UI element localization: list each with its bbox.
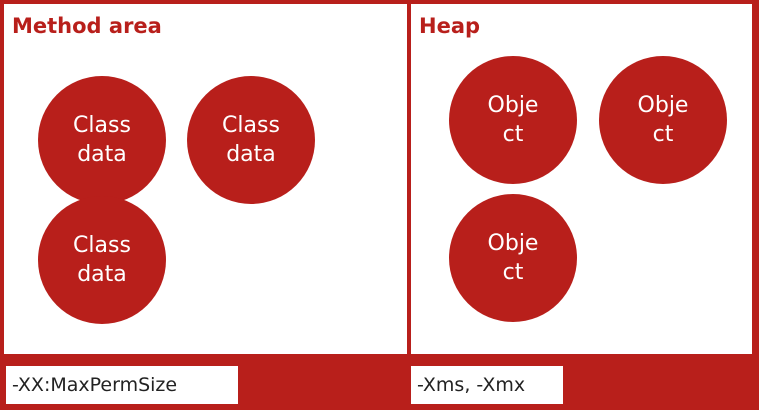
object-label: Object bbox=[487, 231, 539, 285]
object-circle: Object bbox=[449, 194, 577, 322]
class-data-label: Class data bbox=[222, 113, 280, 167]
class-data-label: Class data bbox=[73, 113, 131, 167]
object-label: Object bbox=[637, 93, 689, 147]
class-data-circle: Class data bbox=[38, 76, 166, 204]
heap-title: Heap bbox=[419, 14, 481, 38]
object-circle: Object bbox=[599, 56, 727, 184]
class-data-circle: Class data bbox=[187, 76, 315, 204]
method-area-panel: Method area Class data Class data Class … bbox=[4, 4, 407, 354]
object-circle: Object bbox=[449, 56, 577, 184]
class-data-circle: Class data bbox=[38, 196, 166, 324]
heap-panel: Heap Object Object Object bbox=[411, 4, 752, 354]
max-perm-size-option: -XX:MaxPermSize bbox=[6, 366, 238, 404]
class-data-label: Class data bbox=[73, 233, 131, 287]
heap-size-option: -Xms, -Xmx bbox=[411, 366, 563, 404]
object-label: Object bbox=[487, 93, 539, 147]
method-area-title: Method area bbox=[12, 14, 162, 38]
